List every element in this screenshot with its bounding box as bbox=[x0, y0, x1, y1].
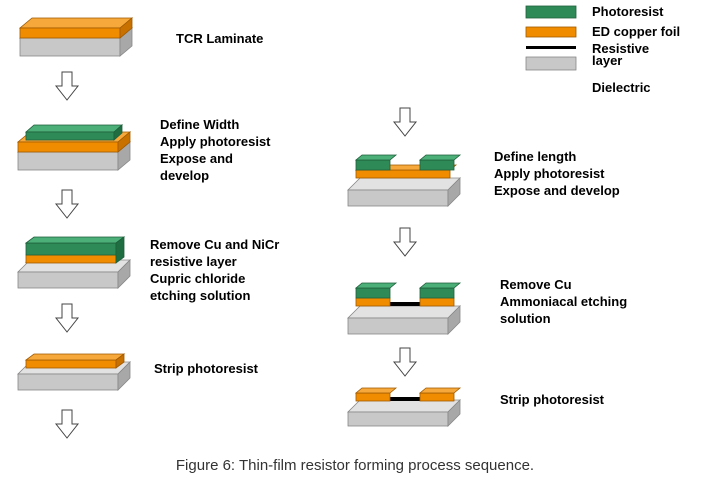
legend bbox=[525, 5, 577, 71]
stack-remove-cu-nicr bbox=[17, 236, 131, 289]
step-label-line: Ammoniacal etching bbox=[500, 294, 628, 309]
arrow-down-icon bbox=[54, 71, 80, 101]
step-label-line: Strip photoresist bbox=[500, 392, 605, 407]
legend-label-resistive: Resistive layer bbox=[592, 41, 650, 68]
arrow-down-icon bbox=[392, 107, 418, 137]
stack-define-width bbox=[16, 124, 132, 171]
step-label-line: Remove Cu and NiCr bbox=[150, 237, 280, 252]
stack-define-length bbox=[347, 154, 462, 207]
step-label-line: Cupric chloride bbox=[150, 271, 246, 286]
step-label-line: develop bbox=[160, 168, 210, 183]
step-label-tcr-laminate: TCR Laminate bbox=[176, 30, 263, 47]
legend-swatch-resistive bbox=[526, 46, 576, 49]
step-label-line: Define Width bbox=[160, 117, 240, 132]
step-label-line: Remove Cu bbox=[500, 277, 572, 292]
step-label-line: TCR Laminate bbox=[176, 31, 264, 46]
arrow-down-icon bbox=[392, 227, 418, 257]
step-label-line: Apply photoresist bbox=[494, 166, 605, 181]
legend-label-dielectric: Dielectric bbox=[592, 80, 651, 95]
stack-tcr-laminate bbox=[18, 17, 134, 57]
step-label-define-width: Define Width Apply photoresist Expose an… bbox=[160, 116, 271, 184]
step-label-line: Apply photoresist bbox=[160, 134, 271, 149]
legend-label-resistive-line2: layer bbox=[592, 53, 623, 68]
stack-strip-photoresist-left bbox=[17, 353, 131, 391]
step-label-line: etching solution bbox=[150, 288, 251, 303]
legend-swatch-dielectric bbox=[525, 56, 577, 71]
legend-label-photoresist: Photoresist bbox=[592, 4, 664, 19]
stack-remove-cu bbox=[347, 282, 462, 335]
legend-label-copper: ED copper foil bbox=[592, 24, 681, 39]
legend-swatch-copper bbox=[525, 26, 577, 38]
legend-label-resistive-line1: Resistive bbox=[592, 41, 650, 56]
arrow-down-icon bbox=[54, 409, 80, 439]
legend-swatch-photoresist bbox=[525, 5, 577, 19]
figure-caption: Figure 6: Thin-film resistor forming pro… bbox=[175, 457, 535, 474]
step-label-line: Expose and develop bbox=[494, 183, 620, 198]
stack-strip-photoresist-right bbox=[347, 387, 462, 427]
step-label-strip-photoresist-right: Strip photoresist bbox=[500, 391, 604, 408]
step-label-remove-cu-nicr: Remove Cu and NiCr resistive layer Cupri… bbox=[150, 236, 279, 304]
step-label-line: Define length bbox=[494, 149, 577, 164]
step-label-line: resistive layer bbox=[150, 254, 237, 269]
step-label-define-length: Define length Apply photoresist Expose a… bbox=[494, 148, 620, 199]
arrow-down-icon bbox=[54, 303, 80, 333]
step-label-line: Strip photoresist bbox=[154, 361, 259, 376]
step-label-remove-cu: Remove Cu Ammoniacal etching solution bbox=[500, 276, 627, 327]
step-label-line: Expose and bbox=[160, 151, 233, 166]
step-label-strip-photoresist-left: Strip photoresist bbox=[154, 360, 258, 377]
step-label-line: solution bbox=[500, 311, 551, 326]
arrow-down-icon bbox=[392, 347, 418, 377]
arrow-down-icon bbox=[54, 189, 80, 219]
